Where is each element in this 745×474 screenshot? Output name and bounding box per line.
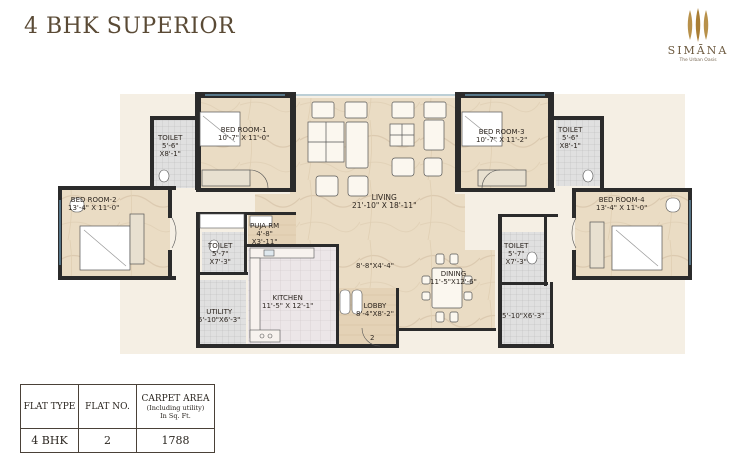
value-carpet-area: 1788 xyxy=(136,428,215,453)
carpet-area-note: (Including utility) xyxy=(146,403,205,412)
carpet-area-title: CARPET AREA xyxy=(141,393,210,404)
brand-name: SIMĀNA xyxy=(667,44,729,57)
utility-floor xyxy=(196,280,246,344)
header-flat-type: FLAT TYPE xyxy=(20,384,79,429)
toilet2-floor xyxy=(202,232,246,272)
header-flat-no: FLAT NO. xyxy=(78,384,137,429)
utility-2-dimension: 5'-10"X6'-3" xyxy=(502,312,545,320)
kitchen-floor xyxy=(248,246,338,346)
kitchen-counters xyxy=(249,247,315,343)
beds xyxy=(79,111,663,271)
living-furniture xyxy=(307,101,447,197)
brand-logo: SIMĀNA The Urban Oasis xyxy=(662,6,734,76)
value-flat-no: 2 xyxy=(78,428,137,453)
header-carpet-area: CARPET AREA (Including utility) In Sq. F… xyxy=(136,384,215,429)
door-swings xyxy=(171,169,577,347)
windows xyxy=(59,94,691,265)
value-flat-type: 4 BHK xyxy=(20,428,79,453)
wardrobes xyxy=(199,213,363,315)
passage-dimension: 8'-8"X4'-4" xyxy=(356,262,394,270)
brand-tagline: The Urban Oasis xyxy=(679,58,717,63)
dining-table xyxy=(421,253,473,323)
page-title: 4 BHK SUPERIOR xyxy=(24,14,236,39)
flat-info-table: FLAT TYPE FLAT NO. CARPET AREA (Includin… xyxy=(20,384,215,453)
carpet-area-unit: In Sq. Ft. xyxy=(160,411,191,420)
utility2-floor xyxy=(500,284,550,346)
flat-number-marker: 2 xyxy=(370,334,375,342)
toilet-fixtures xyxy=(69,169,681,265)
logo-mark-icon xyxy=(687,8,709,42)
